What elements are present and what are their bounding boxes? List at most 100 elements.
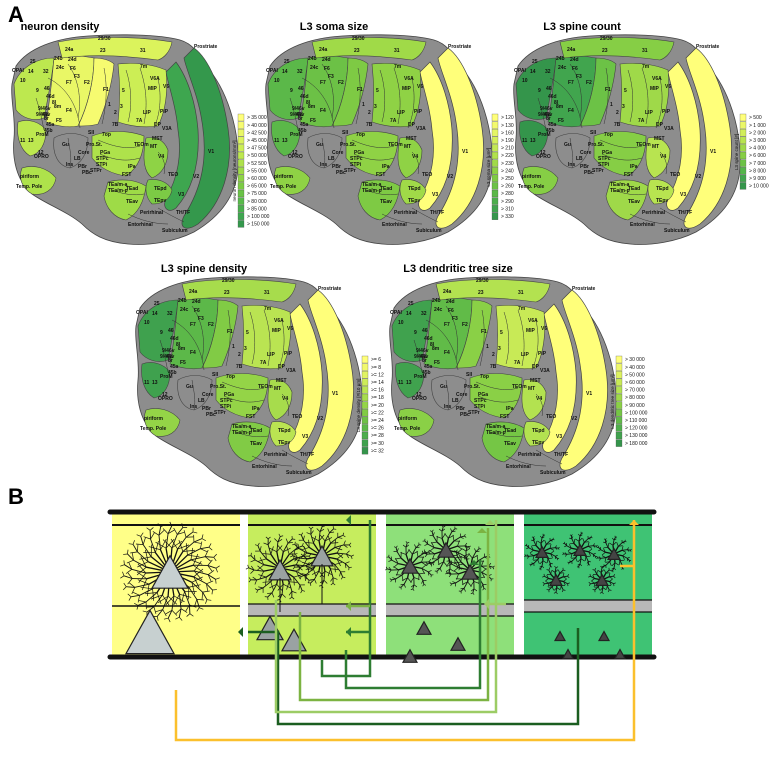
- area-label: PIP: [160, 109, 169, 115]
- legend-item: > 40 000: [625, 365, 645, 371]
- area-label: 25: [532, 59, 538, 65]
- dendrite: [391, 578, 396, 581]
- dendrite: [336, 552, 344, 559]
- area-label: 5: [500, 330, 503, 336]
- dendrite: [424, 543, 428, 546]
- area-temporal-pole: [398, 408, 435, 437]
- dendrite: [182, 541, 195, 552]
- area-label: 9/46d: [160, 354, 173, 360]
- area-inferotemporal: [103, 179, 147, 221]
- area-v1: [181, 47, 230, 229]
- area-label: F3: [452, 316, 458, 322]
- dendrite: [415, 544, 420, 549]
- legend-swatch: [615, 355, 623, 364]
- area-label: V2: [571, 416, 577, 422]
- dendrite: [334, 539, 336, 548]
- dendrite: [123, 586, 127, 591]
- dendrite: [171, 540, 183, 549]
- dendrite: [128, 596, 132, 601]
- dendrite: [162, 528, 169, 534]
- dendrite: [593, 583, 596, 588]
- area-label: V6A: [150, 76, 160, 82]
- area-label: PBc: [82, 170, 92, 176]
- area-label: V4: [158, 154, 164, 160]
- dendrite: [601, 565, 604, 567]
- area-label: IPa: [252, 406, 260, 412]
- dendrite: [136, 605, 139, 610]
- dendrite: [181, 591, 185, 604]
- dendrite: [451, 528, 456, 533]
- area-label: 32: [43, 69, 49, 75]
- dendrite: [612, 567, 615, 571]
- l3-pyramidal-soma: [436, 541, 456, 558]
- dendrite: [131, 587, 136, 595]
- dendrite: [336, 558, 341, 567]
- area-label: PBr: [202, 406, 211, 412]
- legend-swatch: [491, 144, 499, 152]
- area-label: TEa/m-p: [486, 430, 506, 436]
- dendrite: [132, 540, 135, 545]
- dendrite: [455, 549, 458, 552]
- projection-arrow-column2-head: [346, 515, 351, 525]
- dendrite: [567, 547, 572, 552]
- map-title-l3-spine-density: L3 spine density: [161, 263, 248, 275]
- dendrite: [330, 568, 339, 570]
- area-label: 1: [362, 102, 365, 108]
- legend-item: > 7 000: [749, 161, 766, 167]
- dendrite: [185, 604, 190, 612]
- projection-arrow-yellow: [174, 520, 636, 742]
- area-label: Prostriate: [194, 44, 218, 50]
- dendrite: [148, 546, 161, 551]
- area-label: 7A: [136, 118, 143, 124]
- dendrite: [160, 524, 165, 528]
- area-label: 10: [522, 78, 528, 84]
- dendrite: [282, 583, 291, 589]
- dendrite: [460, 535, 465, 538]
- dendrite: [554, 567, 557, 573]
- dendrite: [584, 538, 589, 543]
- dendrite: [267, 592, 273, 598]
- area-label: Entorhinal: [252, 464, 277, 470]
- dendrite: [558, 546, 560, 549]
- dendrite: [155, 540, 159, 553]
- dendrite: [181, 523, 184, 528]
- dendrite: [135, 543, 144, 545]
- legend-item: > 75 000: [247, 191, 267, 197]
- area-label: TEpv: [408, 198, 420, 204]
- dendrite: [345, 561, 350, 564]
- dendrite: [393, 546, 397, 548]
- area-label: LIP: [143, 110, 151, 116]
- area-label: TEav: [250, 441, 262, 447]
- area-label: 5: [246, 330, 249, 336]
- dendrite: [201, 592, 203, 600]
- area-label: LIP: [397, 110, 405, 116]
- area-label: TEpd: [278, 428, 291, 434]
- dendrite: [395, 547, 398, 552]
- dendrite: [137, 563, 147, 574]
- dendrite: [548, 586, 553, 591]
- sulcus-line: [99, 153, 141, 161]
- area-label: F6: [448, 308, 454, 314]
- dendrite: [587, 541, 590, 547]
- dendrite: [492, 567, 495, 570]
- legend-item: > 220: [501, 153, 514, 159]
- dendrite: [318, 585, 322, 587]
- area-label: 2: [114, 110, 117, 116]
- area-label: 2: [368, 110, 371, 116]
- area-label: F6: [572, 66, 578, 72]
- l5-pyramidal-soma: [613, 648, 627, 660]
- area-label: 45b: [546, 128, 555, 134]
- projection-arrow-darkgreen: [248, 628, 580, 726]
- dendrite: [418, 573, 424, 581]
- dendrite: [526, 545, 530, 549]
- area-label: F1: [357, 87, 363, 93]
- sulcus-line: [641, 67, 649, 125]
- l5-pyramidal-soma: [124, 609, 176, 655]
- dendrite: [346, 550, 350, 555]
- dendrite: [551, 570, 556, 573]
- dendrite: [251, 565, 255, 571]
- dendrite: [407, 577, 412, 583]
- area-label: 24d: [446, 299, 455, 305]
